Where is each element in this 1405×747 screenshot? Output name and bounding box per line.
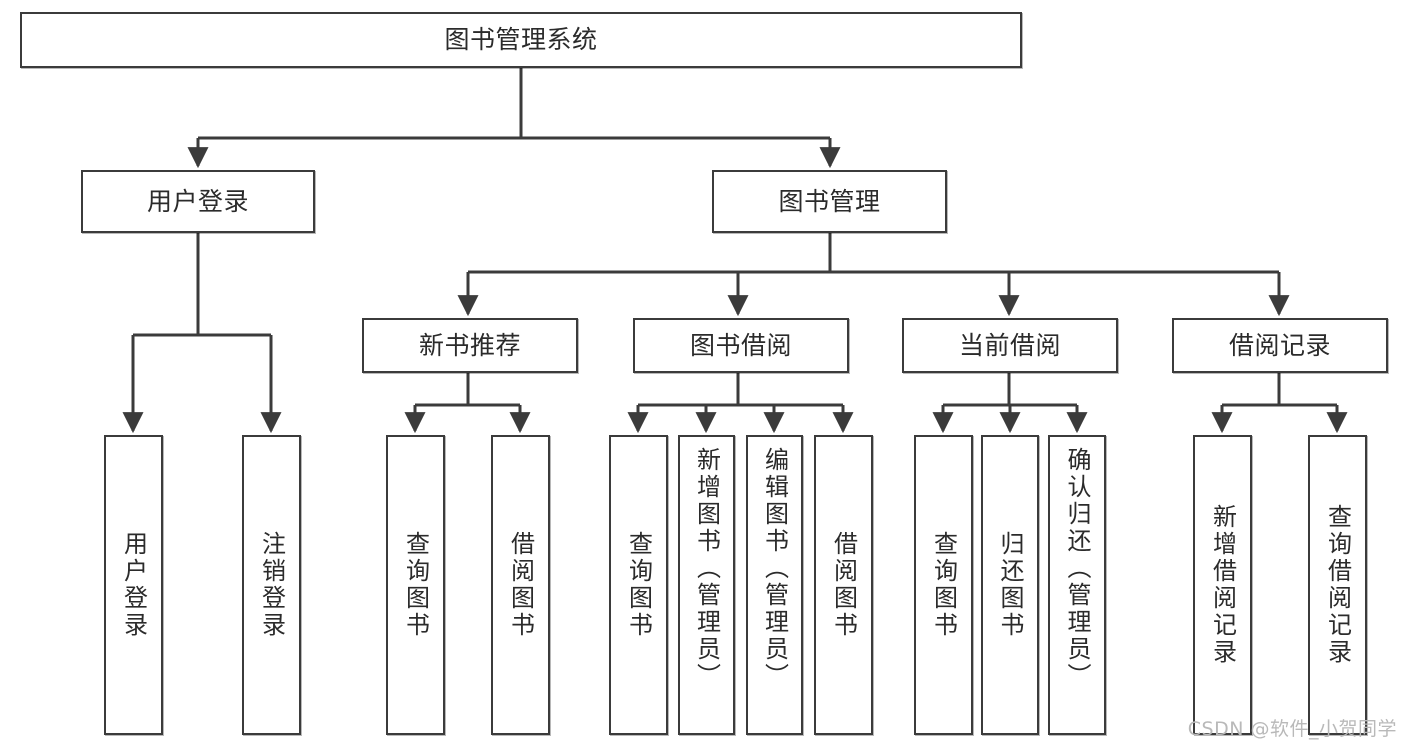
watermark: CSDN @软件_小贺同学 [1187,718,1397,740]
node-leaf-borrow-book-2-label: 借阅图书 [829,531,858,639]
node-leaf-query-book-1[interactable]: 查询图书 [386,435,445,735]
node-leaf-borrow-book-2[interactable]: 借阅图书 [814,435,873,735]
node-current-borrow[interactable]: 当前借阅 [902,318,1118,373]
node-leaf-add-book-label: 新增图书（管理员） [692,447,721,690]
node-current-borrow-label: 当前借阅 [958,330,1061,360]
node-leaf-confirm-return-label: 确认归还（管理员） [1063,447,1091,690]
node-book-borrow-label: 图书借阅 [689,330,792,360]
node-leaf-query-book-1-label: 查询图书 [401,531,430,639]
node-leaf-add-record-label: 新增借阅记录 [1208,504,1237,666]
node-user-login-label: 用户登录 [146,186,249,216]
node-leaf-query-book-3-label: 查询图书 [929,531,958,639]
node-leaf-return-book[interactable]: 归还图书 [981,435,1039,735]
node-book-management[interactable]: 图书管理 [712,170,947,233]
node-leaf-logout-login[interactable]: 注销登录 [242,435,301,735]
node-leaf-user-login-label: 用户登录 [119,531,148,639]
node-leaf-add-book[interactable]: 新增图书（管理员） [678,435,735,735]
node-root-label: 图书管理系统 [444,25,598,55]
node-new-book-recommend[interactable]: 新书推荐 [362,318,578,373]
node-new-book-recommend-label: 新书推荐 [418,330,521,360]
node-user-login[interactable]: 用户登录 [81,170,315,233]
node-leaf-add-record[interactable]: 新增借阅记录 [1193,435,1252,735]
node-borrow-record[interactable]: 借阅记录 [1172,318,1388,373]
node-leaf-query-record-label: 查询借阅记录 [1323,504,1352,666]
node-leaf-borrow-book-1-label: 借阅图书 [506,531,535,639]
node-leaf-query-book-2[interactable]: 查询图书 [609,435,668,735]
node-leaf-logout-login-label: 注销登录 [257,531,286,639]
node-leaf-query-record[interactable]: 查询借阅记录 [1308,435,1367,735]
node-leaf-query-book-3[interactable]: 查询图书 [914,435,973,735]
node-book-borrow[interactable]: 图书借阅 [633,318,849,373]
node-borrow-record-label: 借阅记录 [1228,330,1331,360]
node-leaf-confirm-return[interactable]: 确认归还（管理员） [1048,435,1106,735]
node-root[interactable]: 图书管理系统 [20,12,1022,68]
node-leaf-edit-book-label: 编辑图书（管理员） [760,447,789,690]
node-leaf-query-book-2-label: 查询图书 [624,531,653,639]
node-leaf-borrow-book-1[interactable]: 借阅图书 [491,435,550,735]
node-leaf-edit-book[interactable]: 编辑图书（管理员） [746,435,803,735]
node-leaf-return-book-label: 归还图书 [996,531,1024,639]
node-leaf-user-login[interactable]: 用户登录 [104,435,163,735]
node-book-management-label: 图书管理 [778,186,881,216]
